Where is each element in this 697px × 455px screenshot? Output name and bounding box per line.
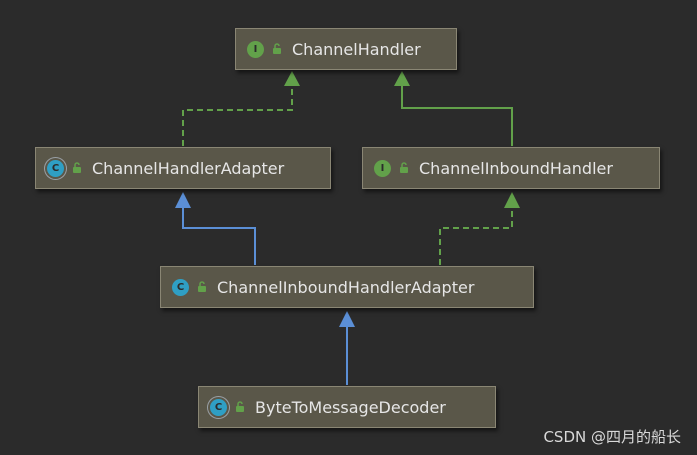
abstract-class-icon: C: [210, 398, 227, 416]
edge-implements-channel-handler: [182, 85, 293, 146]
arrowhead-blue: [339, 311, 355, 327]
node-label: ChannelInboundHandlerAdapter: [217, 277, 475, 297]
edge-implements-channel-inbound-handler: [439, 207, 513, 265]
watermark: CSDN @四月的船长: [543, 428, 681, 446]
lock-open-icon: [400, 162, 408, 173]
edge-extends-channel-handler: [401, 85, 513, 146]
edge-extends-channel-handler-adapter: [182, 207, 256, 265]
class-icon: C: [172, 278, 189, 296]
node-label: ChannelHandlerAdapter: [92, 158, 285, 178]
node-label: ChannelInboundHandler: [419, 158, 613, 178]
lock-open-icon: [273, 43, 281, 54]
arrowhead-blue: [175, 192, 191, 208]
arrowhead-green: [504, 192, 520, 208]
interface-icon: I: [247, 40, 264, 58]
lock-open-icon: [198, 281, 206, 292]
node-channel-inbound-handler-adapter[interactable]: C ChannelInboundHandlerAdapter: [160, 266, 534, 308]
node-channel-inbound-handler[interactable]: I ChannelInboundHandler: [362, 147, 660, 189]
abstract-class-icon: C: [47, 159, 64, 177]
node-channel-handler-adapter[interactable]: C ChannelHandlerAdapter: [35, 147, 331, 189]
lock-open-icon: [73, 162, 81, 173]
lock-open-icon: [236, 401, 244, 412]
arrowhead-green: [284, 71, 300, 86]
node-byte-to-message-decoder[interactable]: C ByteToMessageDecoder: [198, 386, 496, 428]
arrowhead-green: [394, 71, 410, 86]
node-channel-handler[interactable]: I ChannelHandler: [235, 28, 457, 70]
node-label: ChannelHandler: [292, 39, 421, 59]
node-label: ByteToMessageDecoder: [255, 397, 446, 417]
interface-icon: I: [374, 159, 391, 177]
